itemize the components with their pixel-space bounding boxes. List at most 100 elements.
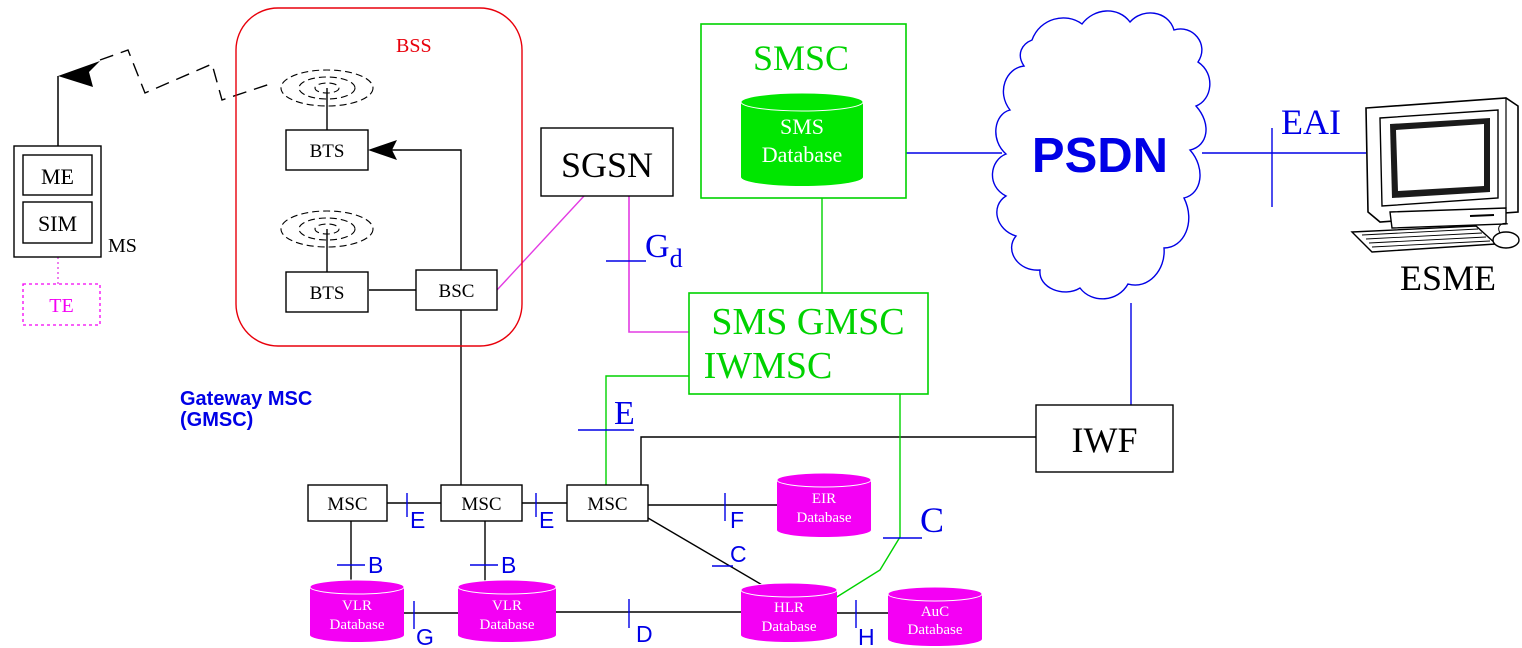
links [57, 49, 1366, 614]
vlr-left-db-line1: VLR [342, 598, 372, 614]
msc-left-label: MSC [327, 494, 367, 515]
sgsn-gmsc-link [628, 196, 689, 333]
mouse-cable [1498, 223, 1509, 234]
mouse [1492, 231, 1520, 249]
f-label: F [730, 507, 744, 533]
te-box [22, 283, 101, 326]
e-left-label: E [410, 507, 425, 533]
bts-top-label: BTS [310, 141, 345, 162]
cylinder-icon [888, 594, 982, 646]
msc-bts-link [392, 149, 462, 487]
interface-ticks [337, 128, 1273, 629]
me-label: ME [41, 164, 74, 189]
gd-subscript: d [670, 244, 683, 273]
bsc-box [415, 269, 498, 311]
cylinder-top [309, 579, 405, 595]
radio-link [99, 49, 271, 101]
msc-hlr-link [647, 517, 765, 587]
msc-right-label: MSC [587, 494, 627, 515]
gmsc-hlr-link [831, 394, 901, 601]
cylinder-icon [741, 102, 863, 186]
sim-label: SIM [38, 211, 77, 236]
screen-glare [1396, 124, 1484, 191]
bts-bottom-label: BTS [310, 283, 345, 304]
iwf-label: IWF [1072, 420, 1138, 460]
cylinder-top [776, 472, 872, 488]
auc-db-line1: AuC [921, 604, 949, 620]
bts-bottom-box [285, 271, 369, 313]
sms-database: SMS Database [740, 92, 864, 186]
vlr-right-database: VLR Database [457, 579, 557, 642]
msc-right-box [566, 484, 649, 522]
computer-base [1389, 207, 1507, 229]
gd-main: G [645, 228, 670, 265]
hlr-db-line2: Database [762, 619, 817, 635]
computer-icon [1350, 97, 1520, 253]
psdn-label: PSDN [1032, 129, 1168, 183]
iwf-box [1035, 404, 1174, 473]
cylinder-top [457, 579, 557, 595]
cylinder-top [740, 582, 838, 598]
gd-label: Gd [645, 228, 683, 273]
auc-database: AuC Database [887, 586, 983, 646]
b-left-label: B [368, 552, 383, 578]
te-label: TE [49, 295, 73, 317]
esme-label: ESME [1400, 258, 1496, 298]
iwmsc-msc-link [605, 375, 689, 485]
vlr-right-db-line1: VLR [492, 598, 522, 614]
g-label: G [416, 624, 434, 648]
bsc-label: BSC [439, 281, 475, 302]
eir-db-line1: EIR [812, 491, 836, 507]
bss-region [235, 7, 523, 347]
vlr-left-db-line2: Database [330, 617, 385, 633]
gateway-msc-label: Gateway MSC [180, 388, 312, 410]
sms-gmsc-label: SMS GMSC [711, 301, 904, 343]
base-slot [1469, 214, 1495, 217]
hlr-db-line1: HLR [774, 600, 804, 616]
eai-label: EAI [1281, 102, 1341, 142]
ms-label: MS [108, 235, 137, 257]
mobile-station: ME SIM MS [13, 61, 137, 258]
cylinder-top [887, 586, 983, 602]
c-big-label: C [920, 500, 944, 540]
bss-label: BSS [396, 35, 432, 57]
vlr-right-db-line2: Database [480, 617, 535, 633]
cylinder-top [740, 92, 864, 112]
iwmsc-label: IWMSC [704, 345, 833, 387]
arrowhead [368, 140, 397, 160]
eir-db-line2: Database [797, 510, 852, 526]
e-big-label: E [614, 395, 635, 432]
radio-waves-icon [280, 210, 374, 248]
sms-gmsc-box [688, 292, 929, 395]
sgsn-label: SGSN [561, 145, 653, 185]
sms-db-line2: Database [762, 142, 843, 167]
sim-box [22, 201, 93, 244]
keyboard-keys [1361, 228, 1491, 248]
me-box [22, 154, 93, 196]
cylinder-icon [310, 587, 404, 642]
eir-database: EIR Database [776, 472, 872, 537]
vlr-left-database: VLR Database [309, 579, 405, 642]
iwf-msc-link [640, 436, 1036, 485]
msc-mid-box [440, 484, 523, 522]
sgsn-box [540, 127, 674, 197]
h-label: H [858, 624, 875, 648]
b-right-label: B [501, 552, 516, 578]
sms-db-line1: SMS [780, 114, 824, 139]
c-small-label: C [730, 541, 747, 567]
cloud-icon [991, 10, 1211, 300]
radio-waves-icon [280, 69, 374, 107]
cylinder-icon [777, 480, 871, 537]
msc-mid-label: MSC [461, 494, 501, 515]
msc-left-box [307, 484, 388, 522]
gmsc-label: (GMSC) [180, 409, 253, 431]
smsc-label: SMSC [753, 38, 849, 78]
cylinder-icon [458, 587, 556, 642]
e-right-label: E [539, 507, 554, 533]
hlr-database: HLR Database [740, 582, 838, 642]
cylinder-icon [741, 590, 837, 642]
ms-antenna-arrowhead [58, 61, 100, 87]
auc-db-line2: Database [908, 622, 963, 638]
bsc-sgsn-link [496, 195, 585, 291]
